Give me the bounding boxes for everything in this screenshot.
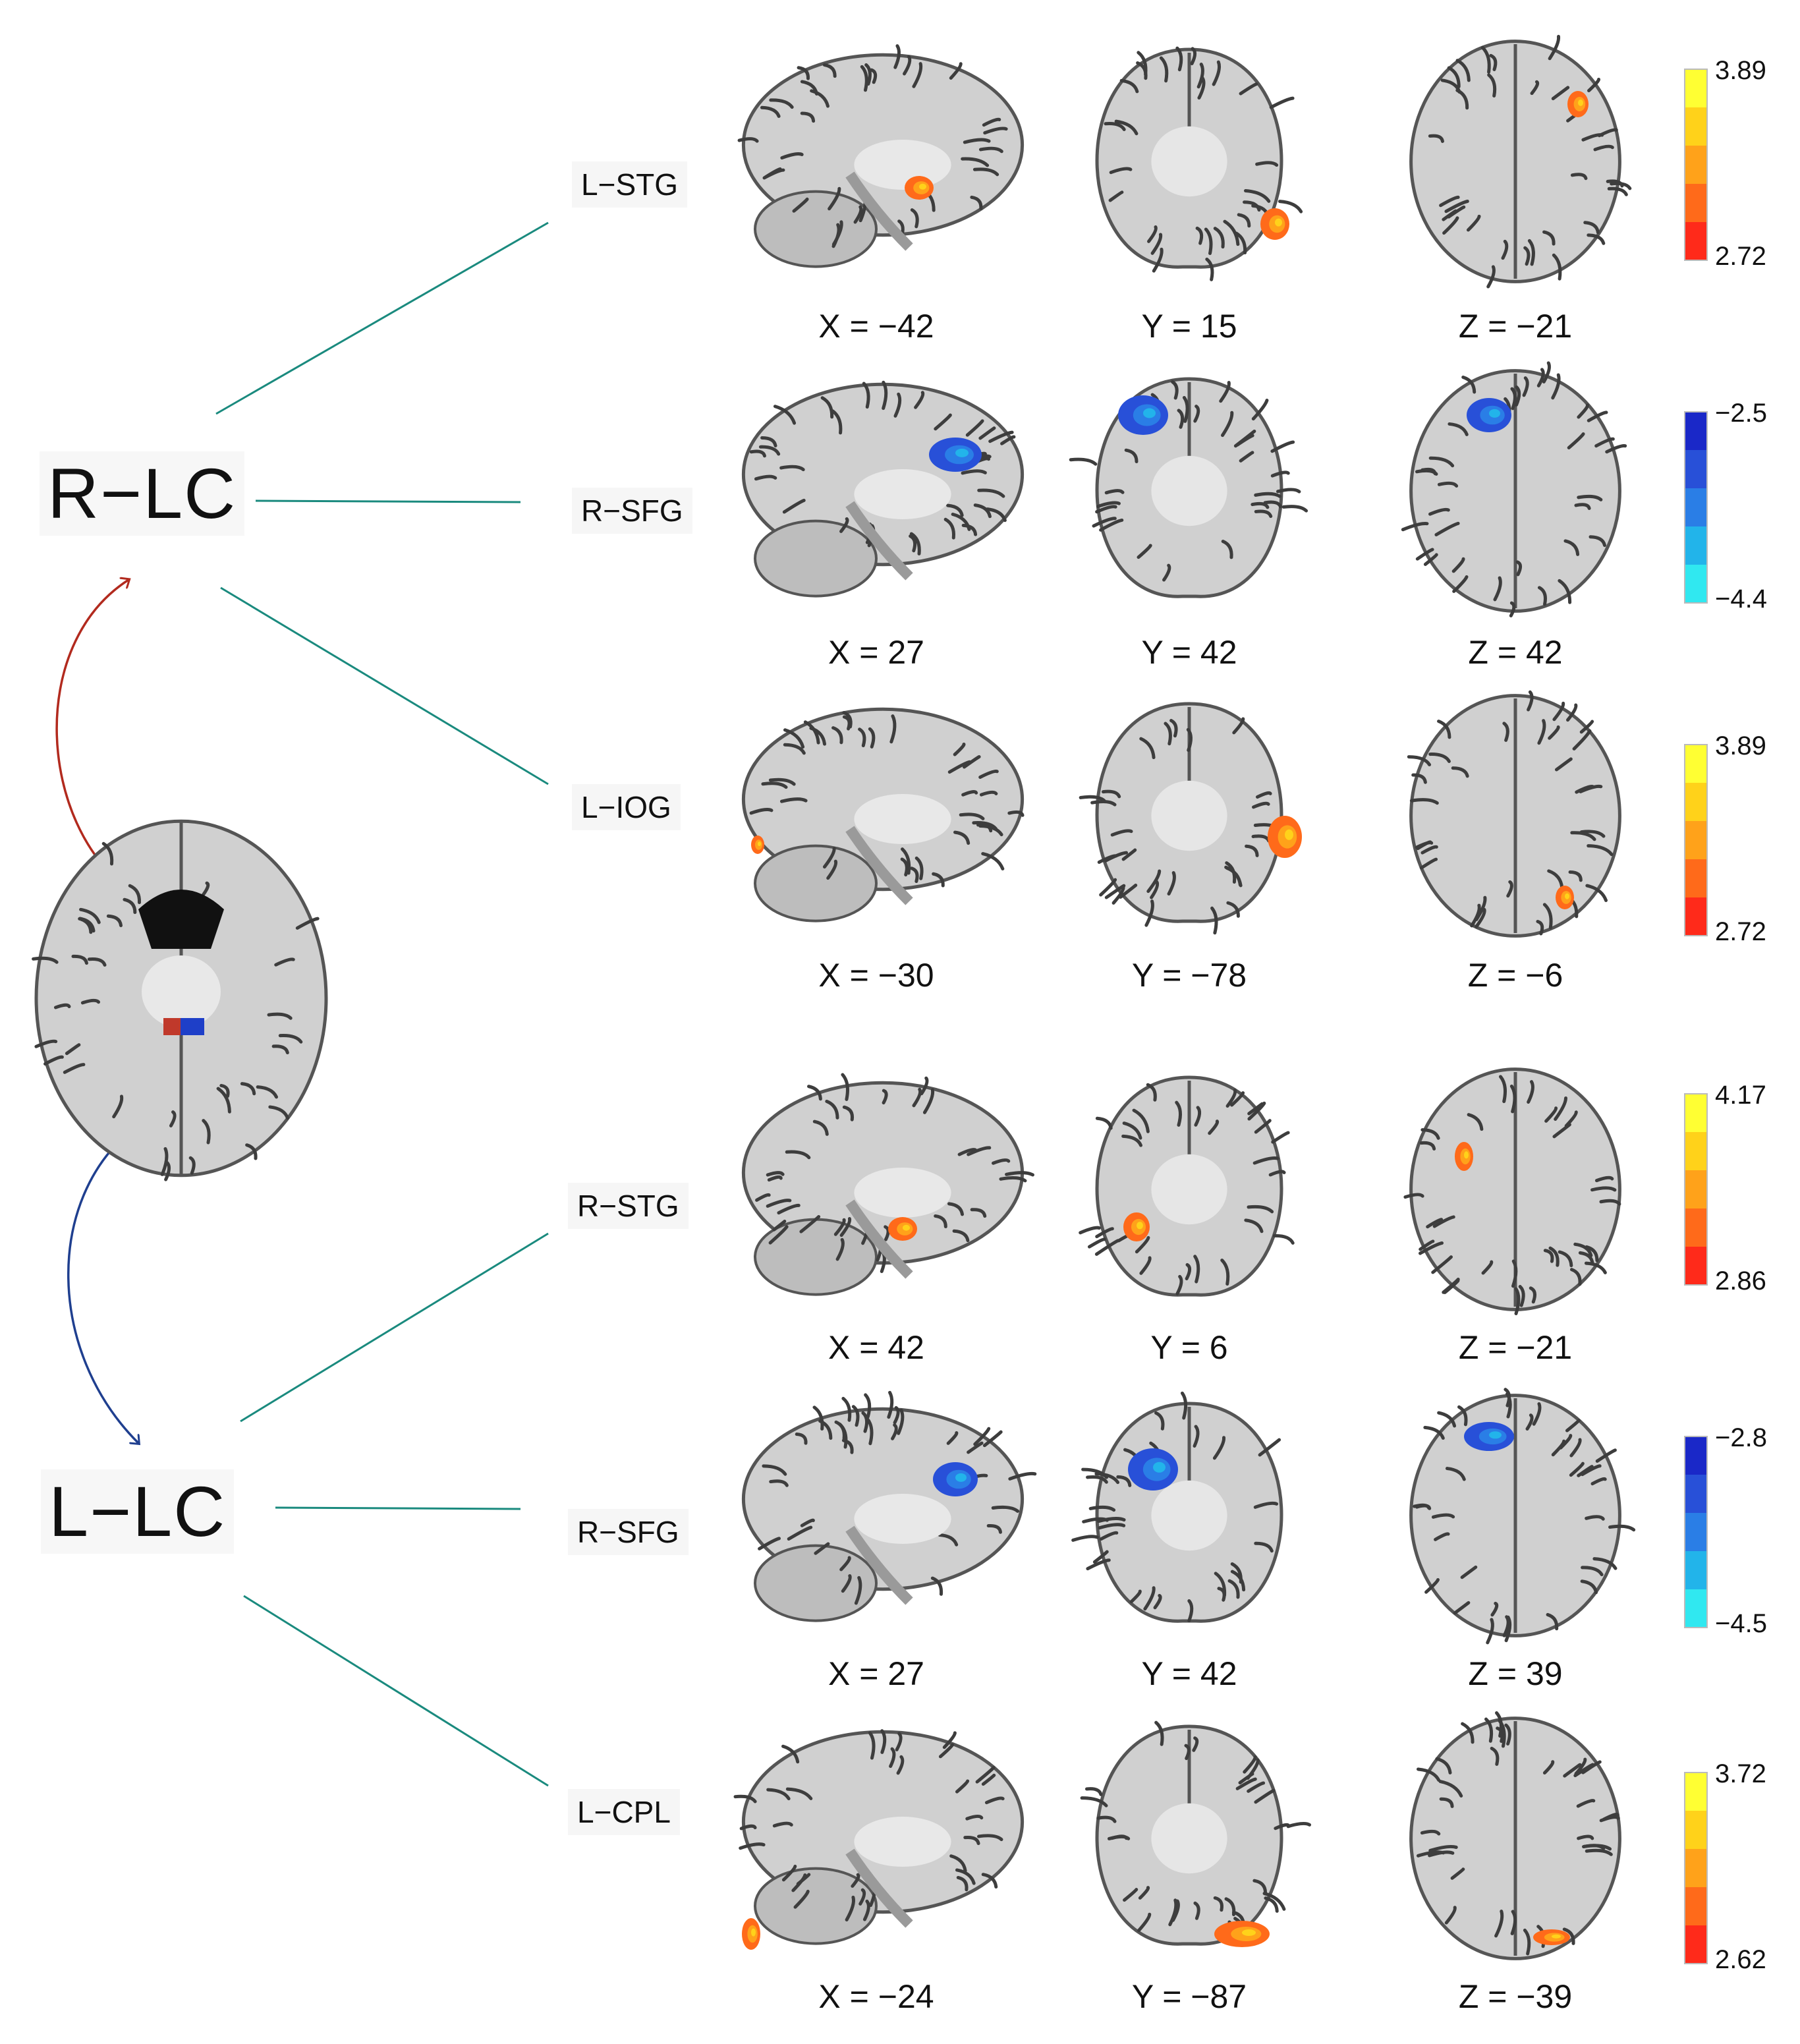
brain-axial-slice	[1409, 34, 1632, 289]
seed-label-l-lc: L−LC	[41, 1469, 235, 1554]
brain-axial-slice	[1409, 1388, 1636, 1645]
activation-cluster	[1467, 398, 1511, 432]
seed-arrow-blue	[67, 1129, 138, 1443]
activation-cluster	[1118, 395, 1168, 435]
brain-coronal-slice	[1080, 1720, 1312, 1946]
activation-cluster	[1533, 1929, 1570, 1945]
colorbar-min-label: 2.72	[1715, 917, 1766, 946]
brain-sagittal-slice	[741, 380, 1025, 598]
activation-cluster	[1567, 91, 1589, 117]
brain-coronal-slice	[1069, 377, 1308, 598]
region-label: R−SFG	[568, 1509, 689, 1555]
slice-coordinate: X = −30	[818, 957, 934, 994]
brain-sagittal-slice	[737, 44, 1025, 268]
slice-coordinate: X = −42	[818, 308, 934, 345]
brain-coronal-slice	[1079, 1075, 1295, 1297]
activation-cluster	[751, 836, 764, 854]
brain-coronal-slice	[1095, 46, 1303, 281]
brain-sagittal-slice	[741, 1390, 1037, 1622]
lc-seed-left	[181, 1018, 204, 1035]
colorbar	[1684, 411, 1708, 604]
colorbar-max-label: 3.89	[1715, 56, 1766, 85]
colorbar-min-label: 2.62	[1715, 1945, 1766, 1974]
slice-coordinate: Y = −87	[1131, 1978, 1247, 2015]
activation-cluster	[1123, 1212, 1150, 1241]
activation-cluster	[1455, 1142, 1473, 1171]
slice-coordinate: Y = 42	[1141, 1655, 1237, 1692]
brain-coronal-slice	[1079, 702, 1283, 935]
slice-coordinate: Z = 39	[1468, 1655, 1563, 1692]
colorbar-min-label: −4.5	[1715, 1609, 1767, 1638]
activation-cluster	[1268, 816, 1302, 858]
region-label: L−CPL	[568, 1789, 680, 1835]
brain-axial-slice	[1407, 690, 1621, 938]
slice-coordinate: X = 42	[828, 1329, 924, 1366]
slice-coordinate: Z = 42	[1468, 634, 1563, 671]
brain-coronal-slice	[1071, 1391, 1283, 1623]
slice-coordinate: Z = −6	[1467, 957, 1563, 994]
activation-cluster	[1128, 1448, 1178, 1490]
slice-coordinate: Y = 15	[1141, 308, 1237, 345]
brain-sagittal-slice	[741, 707, 1025, 923]
colorbar	[1684, 744, 1708, 936]
connector-line	[255, 499, 521, 503]
slice-coordinate: Z = −21	[1458, 308, 1573, 345]
slice-coordinate: Y = −78	[1131, 957, 1247, 994]
colorbar	[1684, 69, 1708, 261]
slice-coordinate: X = 27	[828, 634, 924, 671]
connector-line	[243, 1595, 549, 1787]
colorbar-min-label: 2.86	[1715, 1266, 1766, 1295]
slice-coordinate: Z = −39	[1458, 1978, 1573, 2015]
slice-coordinate: X = −24	[818, 1978, 934, 2015]
colorbar	[1684, 1772, 1708, 1964]
activation-cluster	[1214, 1921, 1270, 1947]
region-label: L−STG	[572, 161, 688, 208]
slice-coordinate: Y = 42	[1141, 634, 1237, 671]
activation-cluster	[933, 1462, 978, 1496]
connector-line	[275, 1506, 521, 1510]
activation-cluster	[1260, 208, 1289, 240]
region-label: R−STG	[568, 1183, 689, 1229]
colorbar-max-label: 3.72	[1715, 1759, 1766, 1788]
seed-label-r-lc: R−LC	[40, 451, 245, 536]
colorbar-max-label: −2.8	[1715, 1423, 1767, 1452]
brain-sagittal-slice	[733, 1729, 1025, 1945]
seed-brain-axial	[32, 819, 328, 1181]
brain-axial-slice	[1401, 361, 1627, 617]
colorbar-max-label: 3.89	[1715, 731, 1766, 760]
activation-cluster	[905, 176, 934, 200]
connector-line	[220, 586, 549, 785]
colorbar	[1684, 1436, 1708, 1628]
activation-cluster	[1556, 886, 1574, 909]
slice-coordinate: Z = −21	[1458, 1329, 1573, 1366]
colorbar-max-label: −2.5	[1715, 399, 1767, 428]
brain-axial-slice	[1409, 1711, 1621, 1960]
lc-seed-right	[163, 1018, 181, 1035]
connector-line	[240, 1232, 549, 1423]
region-label: R−SFG	[572, 488, 692, 534]
connector-line	[215, 221, 549, 415]
activation-cluster	[929, 438, 982, 472]
activation-cluster	[1464, 1422, 1514, 1451]
slice-coordinate: Y = 6	[1150, 1329, 1228, 1366]
activation-cluster	[888, 1217, 917, 1241]
region-label: L−IOG	[572, 784, 681, 830]
brain-sagittal-slice	[741, 1073, 1034, 1296]
slice-coordinate: X = 27	[828, 1655, 924, 1692]
colorbar	[1684, 1093, 1708, 1286]
activation-cluster	[742, 1918, 760, 1950]
colorbar-max-label: 4.17	[1715, 1081, 1766, 1110]
colorbar-min-label: −4.4	[1715, 584, 1767, 613]
brain-axial-slice	[1403, 1067, 1621, 1316]
colorbar-min-label: 2.72	[1715, 242, 1766, 271]
